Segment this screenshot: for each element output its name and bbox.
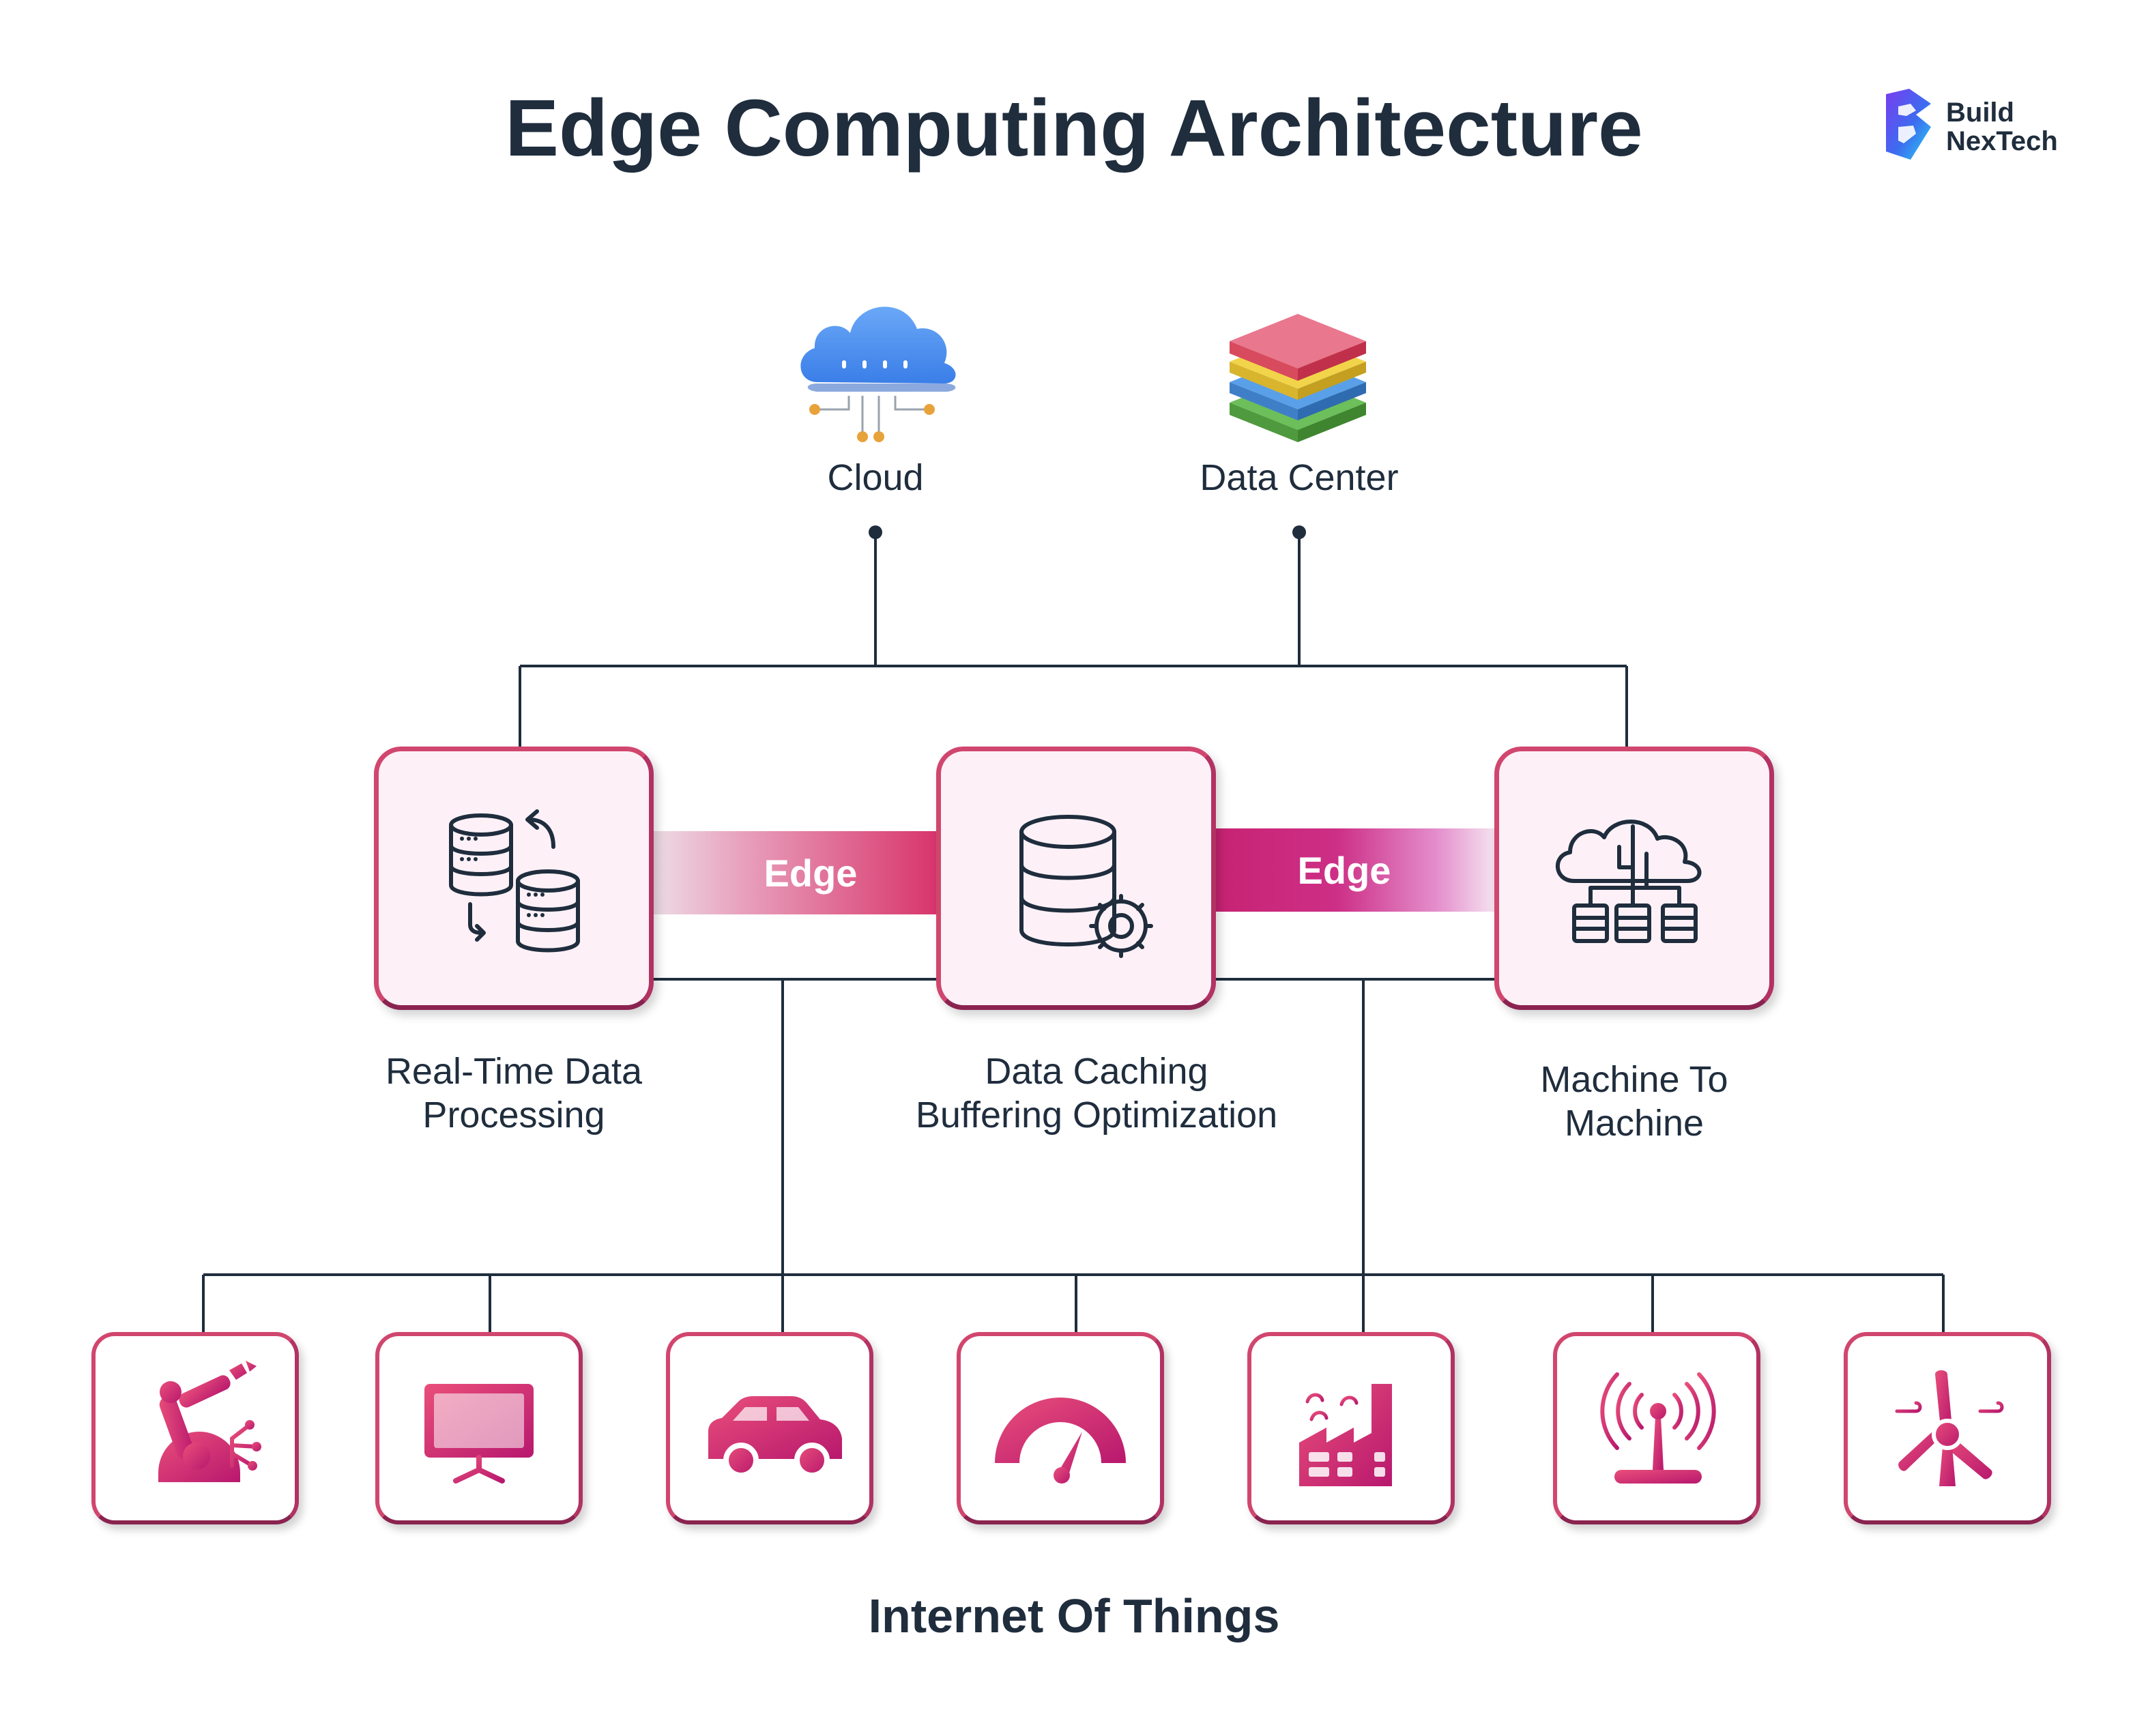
antenna-icon xyxy=(1600,1372,1716,1484)
database-sync-icon xyxy=(449,809,580,953)
cloud-icon xyxy=(800,306,956,442)
database-gear-icon xyxy=(1019,815,1153,958)
edge-link-label: Edge xyxy=(764,851,858,895)
page-title: Edge Computing Architecture xyxy=(505,83,1643,173)
edge-link-right: Edge xyxy=(1208,828,1494,912)
iot-device-car xyxy=(666,1332,873,1524)
edge-link-label: Edge xyxy=(1297,848,1391,892)
iot-device-gauge xyxy=(957,1332,1164,1524)
iot-device-antenna xyxy=(1553,1332,1760,1524)
car-icon xyxy=(708,1396,842,1478)
cloud-label: Cloud xyxy=(827,457,924,498)
data-center-label: Data Center xyxy=(1200,457,1399,498)
cloud-network-icon xyxy=(1556,820,1702,943)
iot-device-wind-turbine xyxy=(1844,1332,2051,1524)
wind-turbine-icon xyxy=(1895,1370,2004,1486)
iot-device-monitor xyxy=(375,1332,583,1524)
gauge-icon xyxy=(995,1398,1126,1484)
edge-node-real-time-processing xyxy=(374,747,654,1010)
edge-link-left: Edge xyxy=(654,831,940,914)
iot-device-robotic-arm xyxy=(91,1332,299,1524)
iot-device-factory xyxy=(1247,1332,1455,1524)
buildnextech-logo-icon xyxy=(1886,89,1931,160)
server-stack-icon xyxy=(1230,314,1366,442)
monitor-icon xyxy=(424,1384,534,1484)
robotic-arm-icon xyxy=(158,1361,261,1482)
factory-icon xyxy=(1299,1384,1392,1486)
iot-section-title: Internet Of Things xyxy=(868,1589,1280,1643)
edge-node-machine-to-machine xyxy=(1494,747,1774,1010)
brand-name-line-1: Build xyxy=(1946,98,2014,128)
brand-logo: Build NexTech xyxy=(1883,89,2088,171)
brand-name-line-2: NexTech xyxy=(1946,126,2058,156)
edge-node-data-caching xyxy=(936,747,1216,1010)
